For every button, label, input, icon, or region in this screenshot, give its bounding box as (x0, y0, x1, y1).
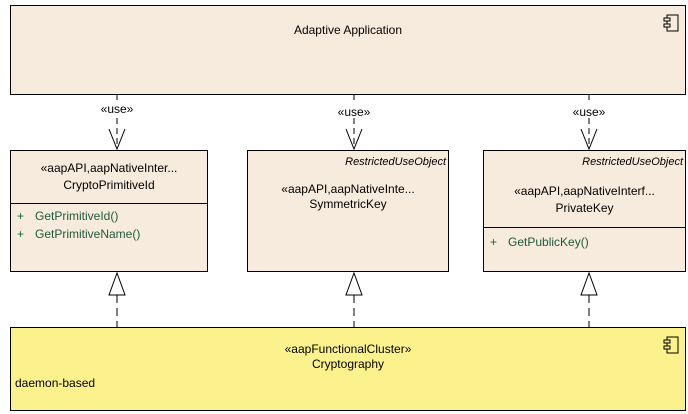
operation: + GetPrimitiveId() (17, 209, 118, 223)
class-stereotype: «aapAPI,aapNativeInter... (40, 161, 178, 175)
class-divider (484, 227, 685, 228)
realization-1 (108, 271, 126, 327)
use-label: «use» (100, 102, 134, 116)
class-name: SymmetricKey (309, 197, 387, 211)
class-name: PrivateKey (555, 201, 614, 215)
use-dependency-3 (580, 95, 598, 151)
class-crypto-primitive-id[interactable]: «aapAPI,aapNativeInter... CryptoPrimitiv… (10, 150, 208, 272)
visibility-marker: + (490, 235, 498, 249)
use-label: «use» (572, 105, 606, 119)
visibility-marker: + (17, 227, 25, 241)
component-icon (663, 336, 679, 354)
class-divider (11, 203, 207, 204)
visibility-marker: + (17, 209, 25, 223)
component-title: Cryptography (311, 357, 385, 371)
class-tag: RestrictedUseObject (345, 156, 446, 168)
class-stereotype: «aapAPI,aapNativeInte... (281, 182, 415, 196)
component-icon (663, 14, 679, 32)
class-stereotype: «aapAPI,aapNativeInterf... (514, 184, 655, 198)
operation-name: GetPrimitiveName() (35, 227, 141, 241)
operation: + GetPrimitiveName() (17, 227, 140, 241)
realization-2 (345, 271, 363, 327)
class-tag: RestrictedUseObject (582, 156, 683, 168)
class-private-key[interactable]: RestrictedUseObject «aapAPI,aapNativeInt… (483, 150, 686, 272)
use-dependency-1 (108, 95, 126, 151)
operation: + GetPublicKey() (490, 235, 589, 249)
class-symmetric-key[interactable]: RestrictedUseObject «aapAPI,aapNativeInt… (247, 150, 449, 272)
operation-name: GetPrimitiveId() (35, 209, 119, 223)
component-title: Adaptive Application (293, 23, 403, 37)
adaptive-application-component[interactable]: Adaptive Application (10, 5, 686, 95)
component-stereotype: «aapFunctionalCluster» (284, 342, 412, 356)
use-label: «use» (337, 105, 371, 119)
cryptography-component[interactable]: «aapFunctionalCluster» Cryptography daem… (10, 327, 686, 411)
operation-name: GetPublicKey() (508, 235, 589, 249)
component-property: daemon-based (15, 376, 96, 390)
class-name: CryptoPrimitiveId (63, 178, 155, 192)
realization-3 (580, 271, 598, 327)
use-dependency-2 (345, 95, 363, 151)
